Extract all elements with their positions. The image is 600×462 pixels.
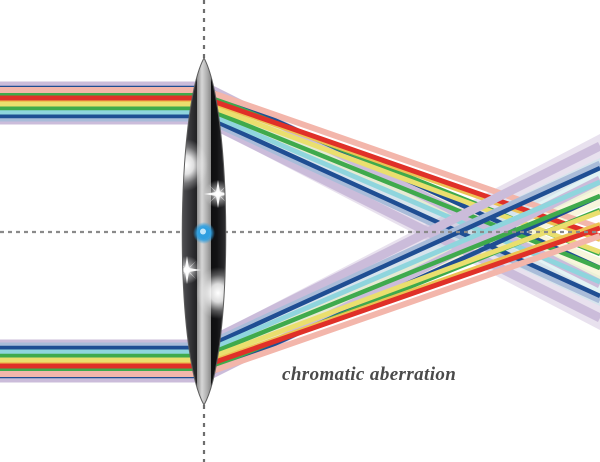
lens-shading-group xyxy=(182,58,226,405)
lens-sparkle-lower-left xyxy=(182,256,201,284)
lens-sparkle-upper-right xyxy=(204,180,226,208)
lens-outline xyxy=(181,56,227,407)
caption-label: chromatic aberration xyxy=(282,364,456,385)
biconvex-lens xyxy=(181,56,227,407)
lower-ray-group xyxy=(0,141,600,383)
lens-glow-upper-left xyxy=(182,139,208,191)
lens-glow-lower-right xyxy=(196,267,226,319)
lens-center-glow xyxy=(193,222,215,244)
